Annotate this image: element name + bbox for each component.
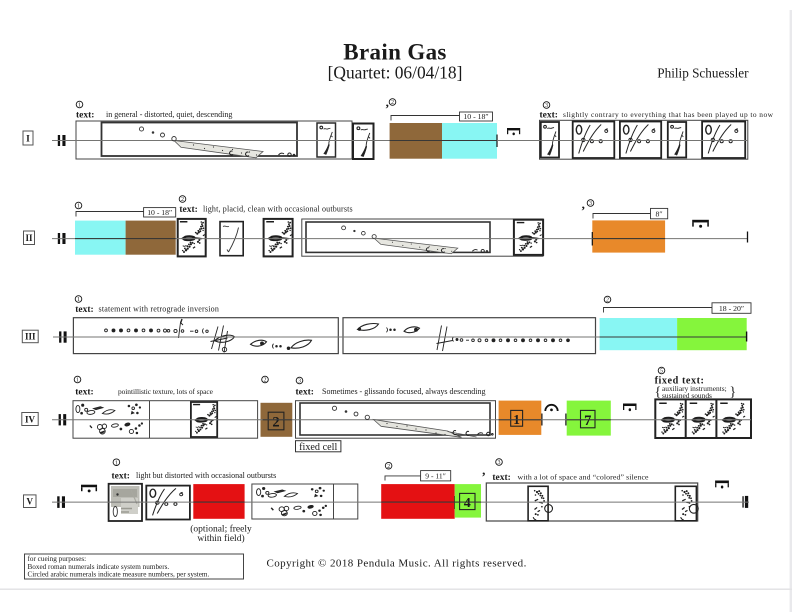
svg-text:III: III (25, 332, 36, 342)
svg-text:10 - 18″: 10 - 18″ (463, 112, 488, 121)
svg-text:IV: IV (25, 414, 36, 424)
svg-text:light, placid, clean with occa: light, placid, clean with occasional out… (203, 205, 353, 214)
svg-text:text:: text: (296, 388, 314, 398)
svg-text:’: ’ (482, 469, 486, 484)
svg-text:for cueing purposes:: for cueing purposes: (28, 555, 87, 563)
svg-text:light but distorted with occas: light but distorted with occasional outb… (136, 471, 276, 480)
svg-text:Circled arabic numerals indica: Circled arabic numerals indicate measure… (28, 571, 210, 579)
svg-text:text:: text: (112, 472, 130, 482)
svg-text:text:: text: (75, 305, 93, 315)
svg-text:2: 2 (264, 378, 267, 384)
svg-text:Copyright © 2018 Pendula Music: Copyright © 2018 Pendula Music. All righ… (267, 557, 527, 569)
svg-text:in general - distorted, quiet,: in general - distorted, quiet, descendin… (106, 110, 232, 119)
svg-text:3: 3 (498, 460, 501, 466)
svg-text:3: 3 (298, 379, 301, 385)
svg-text:}: } (730, 385, 737, 400)
svg-text:’: ’ (385, 101, 389, 116)
svg-text:1: 1 (115, 460, 118, 466)
svg-text:2: 2 (606, 298, 609, 304)
svg-text:V: V (26, 497, 33, 507)
svg-text:1: 1 (78, 103, 81, 109)
svg-text:2: 2 (387, 464, 390, 470)
svg-text:8″: 8″ (656, 209, 663, 218)
svg-text:Sometimes - glissando focused,: Sometimes - glissando focused, always de… (322, 387, 486, 396)
svg-text:2: 2 (391, 100, 394, 106)
svg-text:10 - 18″: 10 - 18″ (147, 208, 172, 217)
svg-text:1: 1 (77, 204, 80, 210)
svg-text:3: 3 (545, 103, 548, 109)
svg-text:slightly contrary to everythin: slightly contrary to everything that has… (563, 110, 774, 119)
svg-text:text:: text: (179, 205, 197, 215)
svg-text:1: 1 (77, 297, 80, 303)
svg-text:Brain Gas: Brain Gas (343, 39, 446, 64)
svg-text:auxiliary instruments;: auxiliary instruments; (662, 384, 727, 393)
svg-text:{: { (655, 385, 662, 400)
svg-text:I: I (26, 135, 30, 145)
svg-text:9 - 11″: 9 - 11″ (425, 472, 446, 481)
svg-text:within field): within field) (197, 533, 244, 544)
svg-text:1: 1 (76, 378, 79, 384)
svg-text:4: 4 (464, 496, 471, 511)
svg-text:18 - 20″: 18 - 20″ (719, 304, 744, 313)
svg-text:text:: text: (76, 111, 94, 121)
svg-text:text:: text: (492, 473, 510, 483)
svg-text:Philip Schuessler: Philip Schuessler (657, 66, 749, 81)
svg-text:fixed cell: fixed cell (299, 442, 337, 453)
svg-text:II: II (25, 233, 33, 243)
svg-text:statement with retrograde inve: statement with retrograde inversion (99, 305, 220, 314)
svg-text:fixed text:: fixed text: (655, 375, 705, 386)
svg-text:text:: text: (540, 111, 558, 121)
svg-text:pointillistic texture, lots of: pointillistic texture, lots of space (118, 387, 214, 396)
svg-text:3: 3 (589, 201, 592, 207)
svg-text:sustained sounds: sustained sounds (662, 391, 712, 400)
svg-text:2: 2 (181, 197, 184, 203)
svg-text:Boxed roman numerals indicate: Boxed roman numerals indicate system num… (28, 563, 170, 571)
svg-text:5: 5 (660, 369, 663, 375)
svg-text:2: 2 (272, 415, 279, 431)
svg-text:7: 7 (584, 413, 591, 429)
svg-text:with a lot of space and “color: with a lot of space and “colored” silenc… (518, 473, 650, 482)
svg-text:’: ’ (581, 203, 585, 218)
svg-text:[Quartet: 06/04/18]: [Quartet: 06/04/18] (328, 62, 463, 82)
svg-text:text:: text: (75, 387, 93, 397)
svg-text:(optional; freely: (optional; freely (190, 524, 252, 535)
